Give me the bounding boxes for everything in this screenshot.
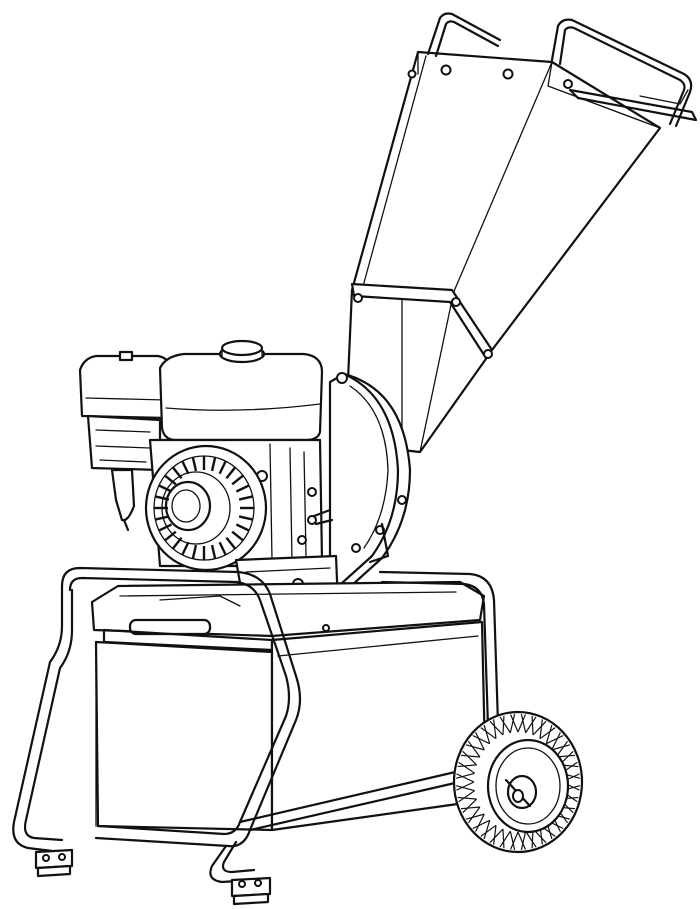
- fuel-tank: [158, 339, 324, 442]
- feed-hopper: [346, 50, 662, 454]
- tubular-frame: [12, 566, 500, 884]
- hopper-handle: [426, 12, 698, 128]
- starter-fins: [154, 456, 254, 560]
- engine: [78, 339, 340, 608]
- support-feet: [34, 848, 272, 906]
- cutting-housing: [328, 372, 412, 598]
- wheel: [452, 710, 584, 854]
- collection-box: [90, 580, 488, 832]
- air-filter: [78, 350, 172, 420]
